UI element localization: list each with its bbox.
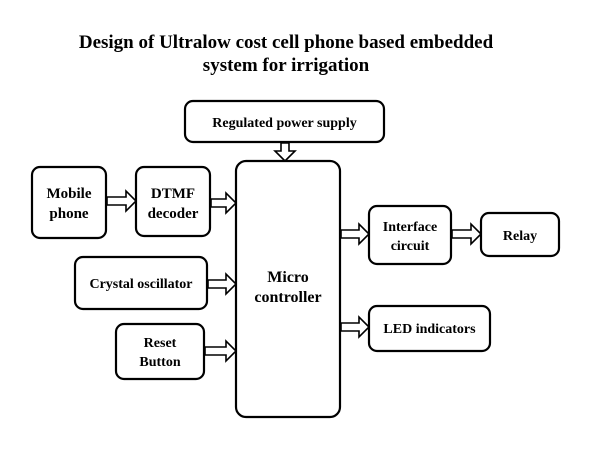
arrow-crystal-to-micro bbox=[207, 272, 238, 296]
arrow-reset-to-micro bbox=[204, 339, 238, 363]
reset-button-label-line-2: Button bbox=[139, 355, 180, 370]
diagram-title-line-2: system for irrigation bbox=[203, 55, 370, 76]
reset-button-label-line-1: Reset bbox=[144, 336, 177, 351]
arrow-dtmf-to-micro bbox=[210, 191, 238, 215]
interface-circuit-block: Interface circuit bbox=[367, 204, 453, 266]
arrow-interface-to-relay bbox=[451, 222, 483, 246]
dtmf-decoder-block: DTMF decoder bbox=[134, 165, 212, 238]
crystal-oscillator-label: Crystal oscillator bbox=[89, 277, 192, 292]
diagram-title-line-1: Design of Ultralow cost cell phone based… bbox=[79, 32, 494, 53]
dtmf-decoder-label-line-2: decoder bbox=[148, 206, 199, 222]
mobile-phone-label-line-2: phone bbox=[49, 206, 89, 222]
crystal-oscillator-block: Crystal oscillator bbox=[73, 255, 209, 311]
reset-button-block: Reset Button bbox=[114, 322, 206, 381]
relay-block: Relay bbox=[479, 211, 561, 258]
regulated-power-supply-label: Regulated power supply bbox=[212, 116, 356, 131]
mobile-phone-label-line-1: Mobile bbox=[47, 186, 92, 202]
interface-circuit-label-line-1: Interface bbox=[383, 220, 437, 235]
mobile-phone-block: Mobile phone bbox=[30, 165, 108, 240]
led-indicators-label: LED indicators bbox=[383, 322, 476, 337]
interface-circuit-label-line-2: circuit bbox=[391, 239, 430, 254]
microcontroller-label-line-2: controller bbox=[254, 289, 321, 306]
arrow-micro-to-led bbox=[340, 315, 371, 339]
arrow-mobile-to-dtmf bbox=[106, 189, 138, 213]
regulated-power-supply-block: Regulated power supply bbox=[183, 99, 386, 144]
arrow-power-to-micro bbox=[273, 142, 297, 163]
arrow-micro-to-interface bbox=[340, 222, 371, 246]
microcontroller-label-line-1: Micro bbox=[267, 269, 308, 286]
microcontroller-block: Micro controller bbox=[234, 159, 342, 419]
dtmf-decoder-label-line-1: DTMF bbox=[151, 186, 195, 202]
relay-label: Relay bbox=[503, 229, 537, 244]
led-indicators-block: LED indicators bbox=[367, 304, 492, 353]
